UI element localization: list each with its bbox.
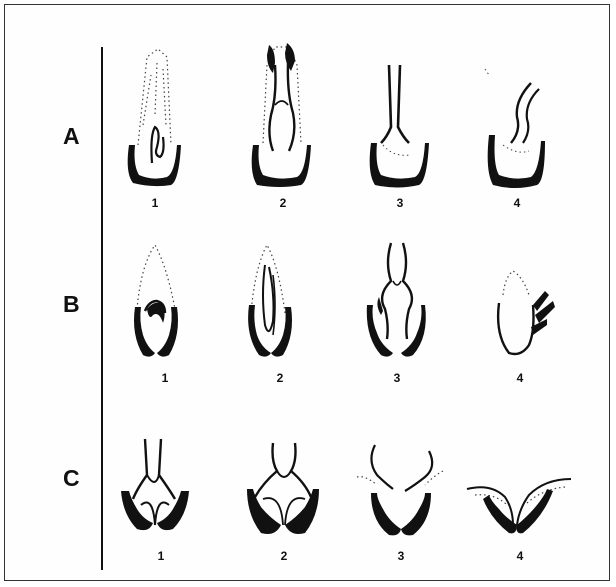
drawing-c1 — [121, 439, 189, 530]
drawing-a2 — [252, 43, 311, 187]
drawing-a1 — [128, 49, 181, 186]
drawing-c2 — [247, 443, 319, 534]
drawings — [5, 5, 611, 582]
drawing-b3 — [367, 243, 426, 357]
drawing-a4 — [485, 69, 545, 188]
drawing-b1 — [134, 245, 178, 357]
drawing-b2 — [248, 245, 292, 357]
figure-frame: A B C 1 2 3 4 1 2 3 4 1 2 3 4 — [4, 4, 610, 581]
drawing-c4 — [467, 479, 571, 533]
drawing-b4 — [498, 271, 555, 354]
drawing-c3 — [357, 445, 443, 535]
drawing-a3 — [370, 65, 429, 188]
